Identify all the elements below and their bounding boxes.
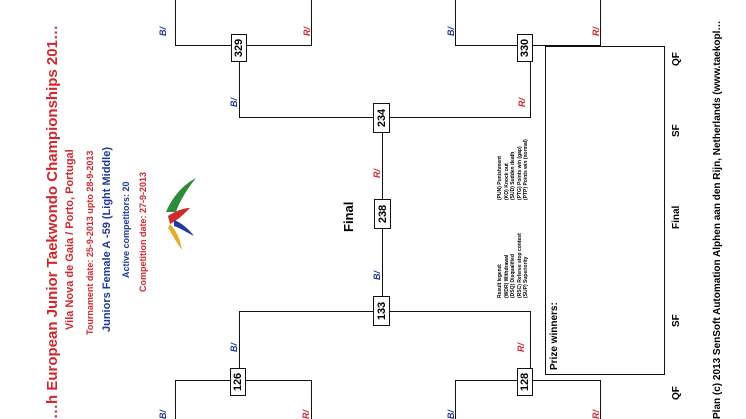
match-box-234[interactable]: 234 xyxy=(373,103,390,133)
blue-tag: B/ xyxy=(158,410,168,419)
match-number: 128 xyxy=(519,372,531,392)
match-number: 133 xyxy=(375,301,388,321)
match-number: 238 xyxy=(376,204,389,224)
competition-date-text: Competition date: 27-9-2013 xyxy=(138,171,148,292)
location-text: Vila Nova de Gaia / Porto, Portugal xyxy=(64,149,76,330)
bracket-line xyxy=(311,380,312,419)
legend-line: (PTP) Points win (normal) xyxy=(523,139,529,200)
result-legend-col2: (PUN) Punishment (KO) Knock out (SUD) Su… xyxy=(497,139,530,200)
prize-winners-label: Prize winners: xyxy=(549,302,560,370)
match-number: 126 xyxy=(232,372,244,392)
bracket-line xyxy=(239,311,240,381)
blue-tag: B/ xyxy=(229,98,239,107)
red-tag: R/ xyxy=(591,27,601,36)
blue-tag: B/ xyxy=(446,27,456,36)
bracket-line xyxy=(239,46,240,118)
bracket-line xyxy=(175,0,176,45)
category-title: Juniors Female A -59 (Light Middle) xyxy=(101,147,113,332)
bracket-line xyxy=(455,0,456,45)
round-label-sf: SF xyxy=(671,124,682,137)
red-tag: R/ xyxy=(301,410,311,419)
match-box-330[interactable]: 330 xyxy=(517,34,533,62)
result-legend-col1: Result legend: (WDR) Withdrawal (DSQ) Di… xyxy=(497,233,530,298)
bracket-line xyxy=(175,380,176,419)
red-tag: R/ xyxy=(591,410,601,419)
taekwondo-logo xyxy=(160,172,200,258)
prize-winners-box xyxy=(545,46,665,375)
blue-tag: B/ xyxy=(446,410,456,419)
red-tag: R/ xyxy=(302,27,312,36)
match-number: 330 xyxy=(519,38,531,58)
match-box-133[interactable]: 133 xyxy=(373,296,390,326)
round-label-sf: SF xyxy=(671,314,682,327)
match-box-126[interactable]: 126 xyxy=(230,368,246,396)
bracket-line xyxy=(600,0,601,46)
blue-tag: B/ xyxy=(229,343,239,352)
round-label-final: Final xyxy=(671,205,682,229)
red-tag: R/ xyxy=(517,98,527,107)
final-label: Final xyxy=(341,201,356,232)
red-tag: R/ xyxy=(372,169,382,178)
blue-tag: B/ xyxy=(158,27,168,36)
match-number: 329 xyxy=(233,38,245,58)
bracket-line xyxy=(311,0,312,46)
footer-copyright: Plan (c) 2013 SenSoft Automation Alphen … xyxy=(712,20,723,419)
bracket-line xyxy=(600,380,601,419)
blue-tag: B/ xyxy=(372,271,382,280)
bracket-line xyxy=(530,311,531,381)
round-label-qf: QF xyxy=(671,386,682,400)
match-box-238[interactable]: 238 xyxy=(374,199,391,229)
match-box-128[interactable]: 128 xyxy=(517,368,533,396)
match-number: 234 xyxy=(375,108,388,128)
round-label-qf: QF xyxy=(671,52,682,66)
bracket-line xyxy=(530,46,531,118)
championship-title: …h European Junior Taekwondo Championshi… xyxy=(44,25,61,419)
active-competitors-text: Active competitors: 20 xyxy=(121,181,131,278)
match-box-329[interactable]: 329 xyxy=(231,34,247,62)
bracket-line xyxy=(455,380,456,419)
tournament-date-text: Tournament date: 25-9-2013 upto 28-9-201… xyxy=(85,150,95,335)
red-tag: R/ xyxy=(516,343,526,352)
legend-line: (SUP) Superiority xyxy=(523,256,529,298)
